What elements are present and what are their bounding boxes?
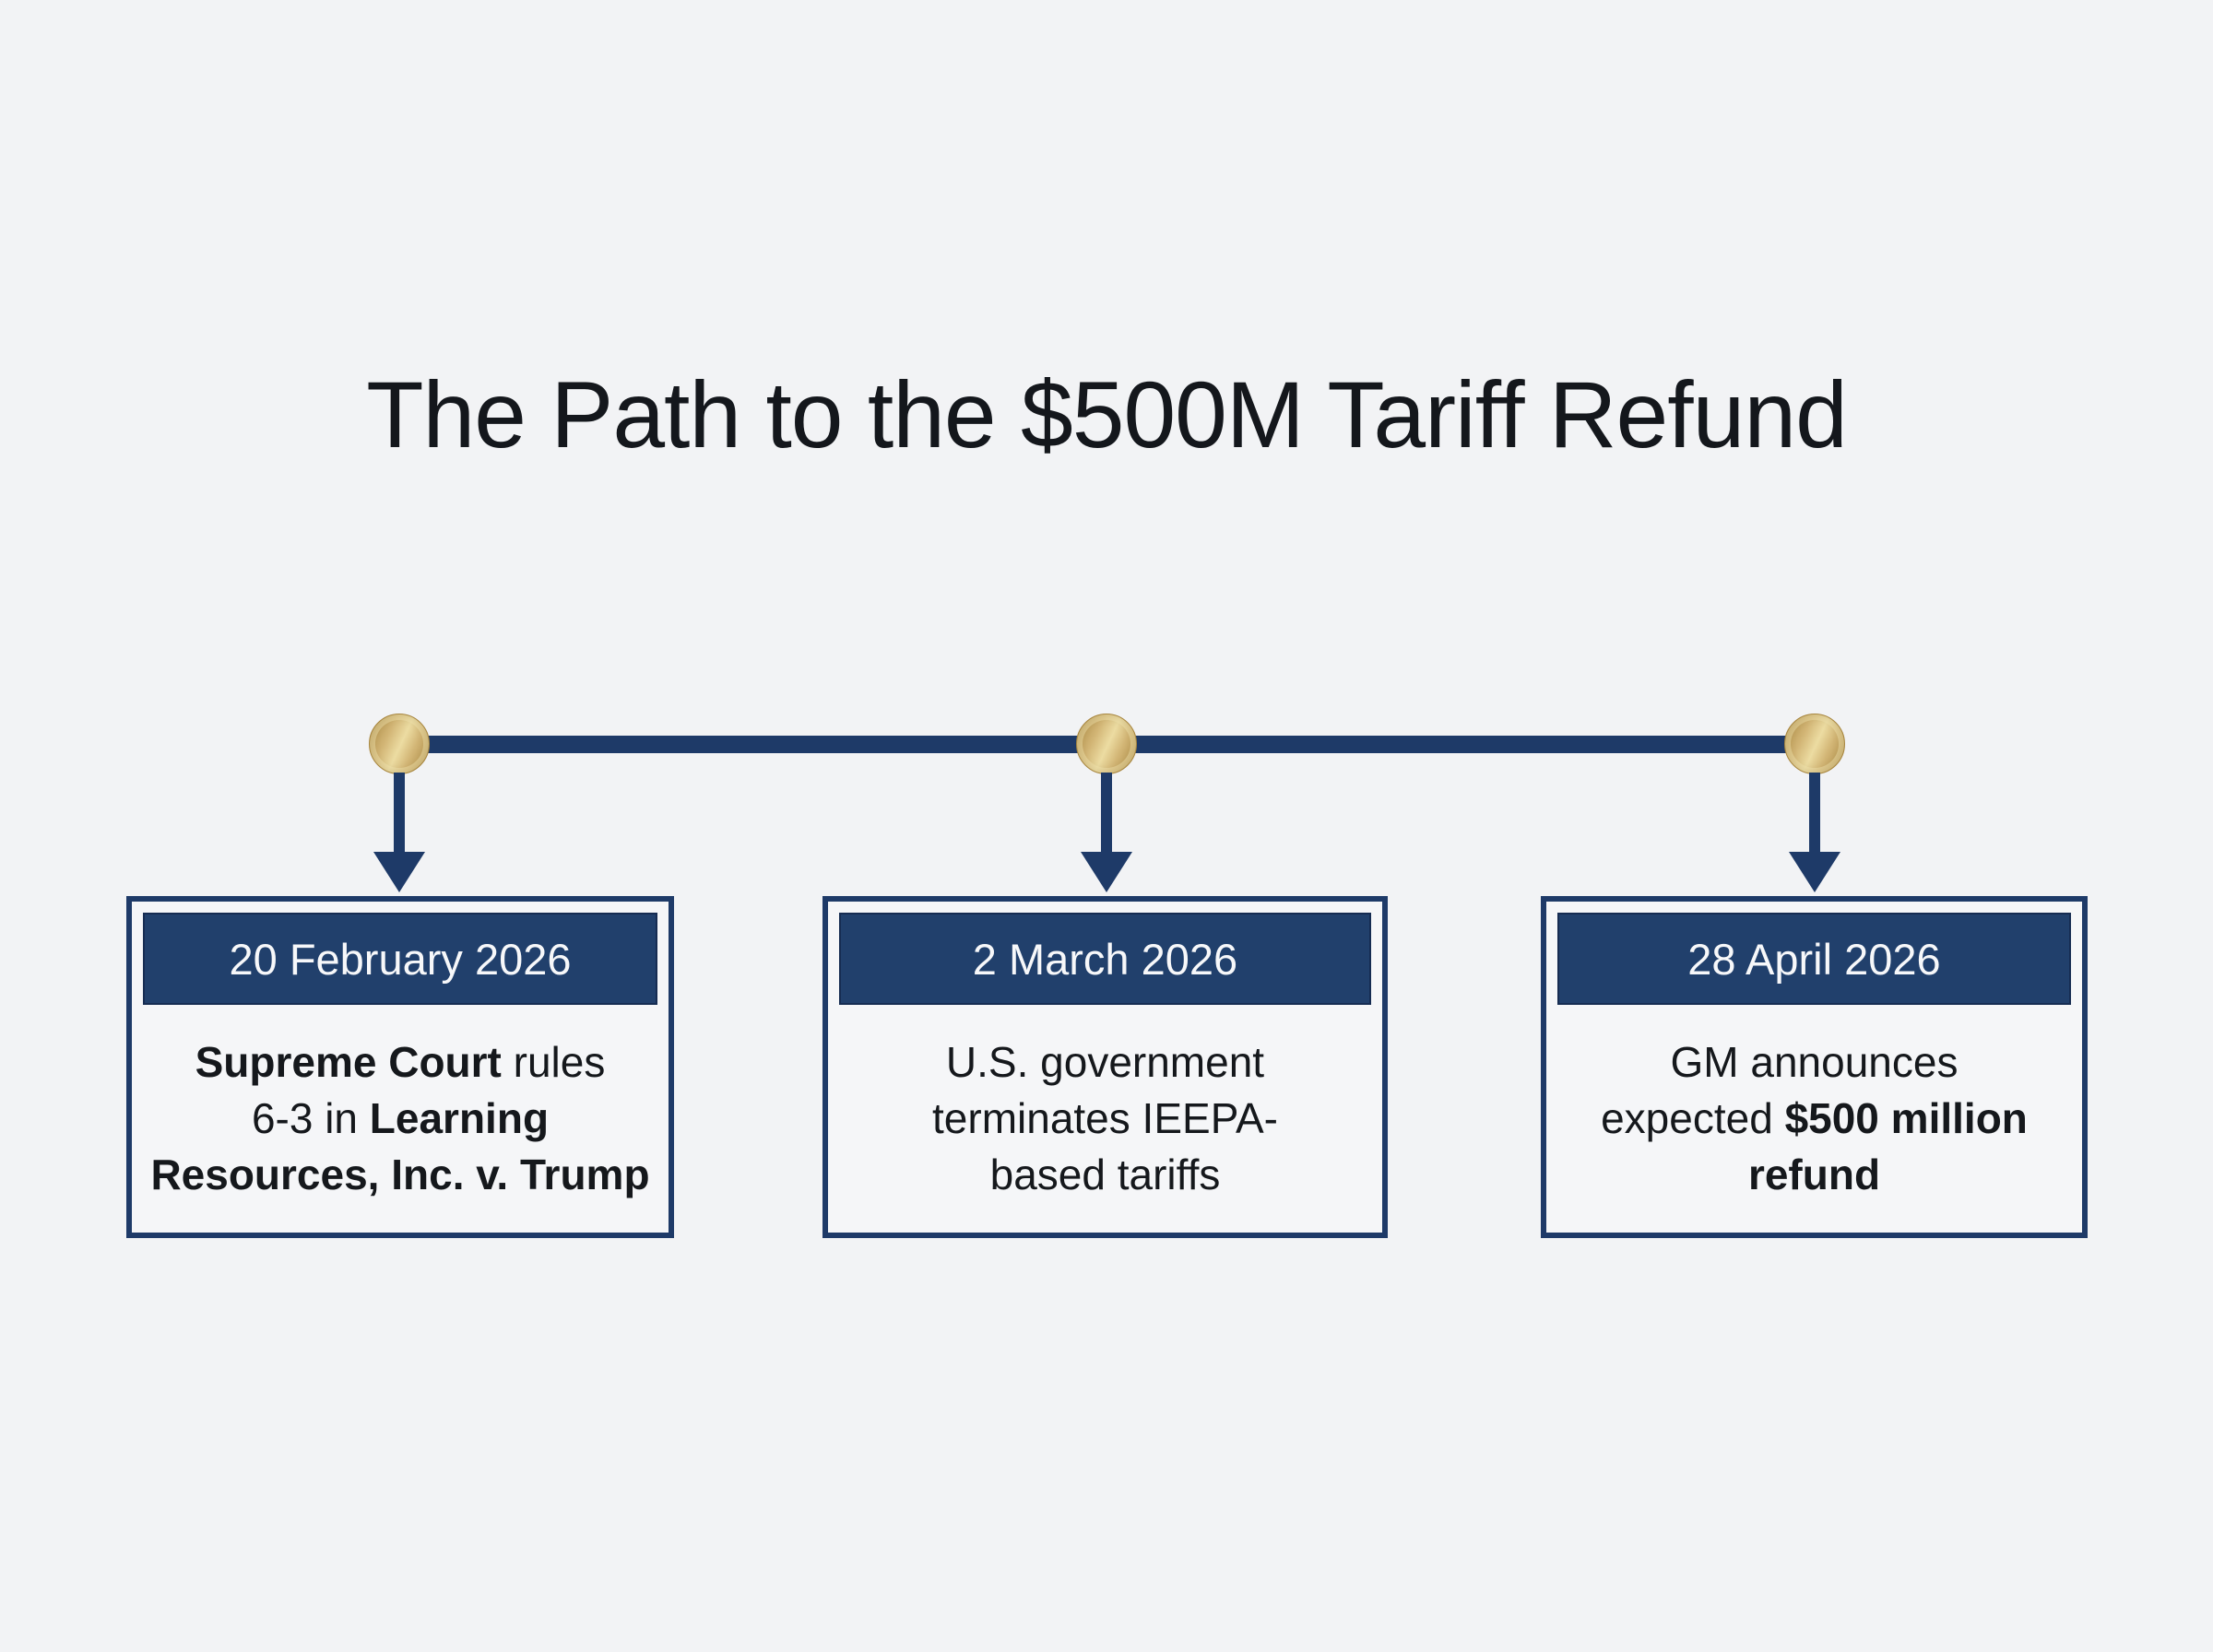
event-date-bar-2: 2 March 2026: [839, 913, 1371, 1005]
down-arrow-head-1: [373, 852, 425, 892]
down-arrow-head-2: [1081, 852, 1132, 892]
event-body-3: GM announces expected $500 million refun…: [1546, 1005, 2082, 1233]
page-title: The Path to the $500M Tariff Refund: [366, 362, 1848, 467]
timeline-node-1: [369, 714, 430, 774]
timeline-node-3: [1784, 714, 1845, 774]
event-body-2: U.S. government terminates IEEPA- based …: [828, 1005, 1382, 1233]
down-arrow-stem-1: [394, 773, 405, 854]
event-card-1: 20 February 2026 Supreme Court rules 6-3…: [126, 896, 674, 1238]
event-card-2: 2 March 2026 U.S. government terminates …: [822, 896, 1388, 1238]
event-body-1: Supreme Court rules 6-3 in Learning Reso…: [132, 1005, 669, 1233]
down-arrow-stem-2: [1101, 773, 1112, 854]
event-date-bar-3: 28 April 2026: [1557, 913, 2071, 1005]
event-date-2: 2 March 2026: [972, 934, 1238, 984]
event-date-bar-1: 20 February 2026: [143, 913, 657, 1005]
event-description-3: GM announces expected $500 million refun…: [1601, 1038, 2028, 1198]
event-date-1: 20 February 2026: [229, 934, 572, 984]
event-card-3: 28 April 2026 GM announces expected $500…: [1541, 896, 2088, 1238]
down-arrow-stem-3: [1809, 773, 1820, 854]
timeline-node-2: [1076, 714, 1137, 774]
event-description-2: U.S. government terminates IEEPA- based …: [932, 1038, 1278, 1198]
down-arrow-head-3: [1789, 852, 1840, 892]
event-date-3: 28 April 2026: [1687, 934, 1941, 984]
event-description-1: Supreme Court rules 6-3 in Learning Reso…: [150, 1038, 650, 1198]
